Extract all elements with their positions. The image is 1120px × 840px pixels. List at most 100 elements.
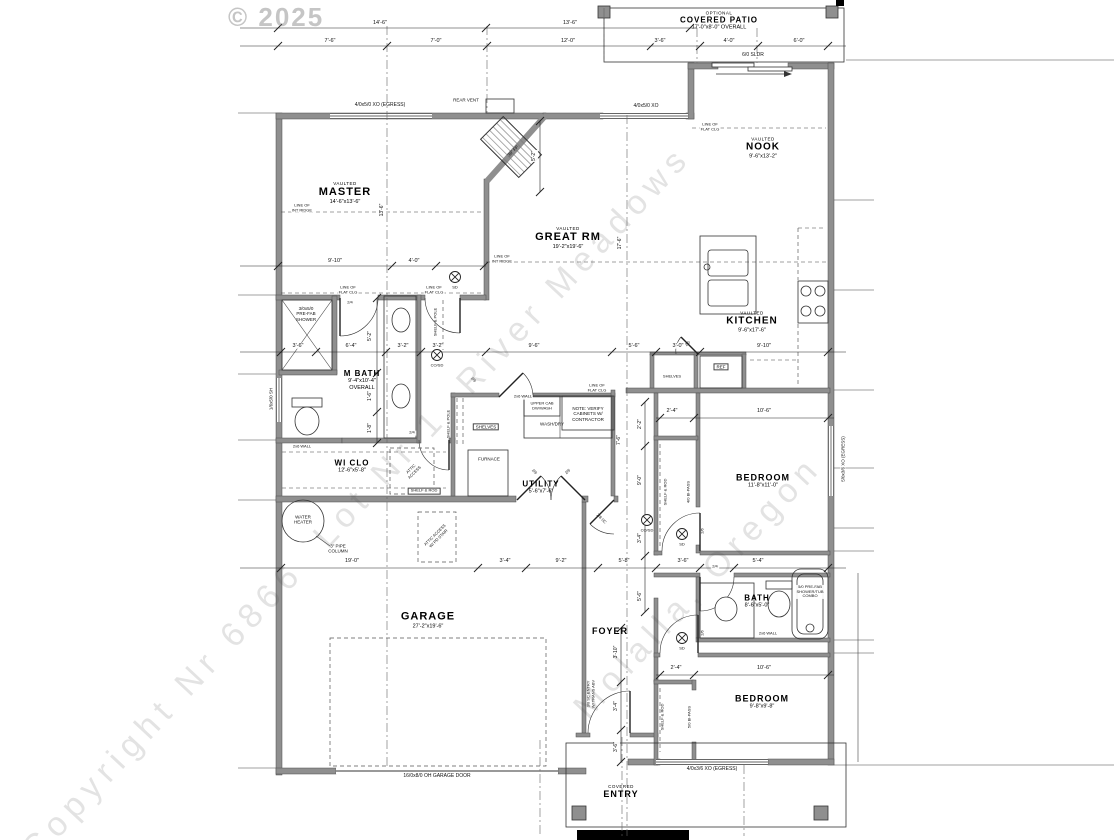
plan-label: 10'-6"	[755, 664, 773, 672]
plan-label: 2/4	[408, 429, 416, 436]
plan-label: 9'-10"	[755, 342, 773, 350]
dimension-tick	[655, 670, 665, 680]
door-swing-arc	[418, 439, 450, 471]
plan-label: 3" PIPE COLUMN	[328, 543, 348, 554]
wall	[653, 435, 699, 441]
room-name: BEDROOM	[736, 472, 790, 483]
dimension-tick	[276, 563, 286, 573]
plan-label: 4'-0"	[407, 257, 421, 265]
wall	[653, 652, 661, 658]
plan-label: 10'-6"	[755, 407, 773, 415]
plan-label: 5/0x3/6 XO (EGRESS)	[840, 435, 846, 483]
dimension-tick	[273, 41, 283, 51]
dimension-tick	[689, 413, 699, 423]
plan-label: 2/6	[699, 528, 705, 534]
plan-label: SHELF & ROD	[662, 478, 668, 506]
smoke-detector-icon	[677, 529, 687, 539]
plan-label: 2/6	[530, 467, 539, 476]
dimension-tick	[823, 563, 833, 573]
plan-label: 2'-2"	[637, 418, 644, 430]
dimension-tick	[729, 563, 739, 573]
plan-label: 9'-0"	[637, 474, 644, 486]
room-dimensions: 9'-8"x9'-8"	[749, 704, 775, 711]
fixture-outline	[813, 805, 829, 821]
room-dimensions: 19'-2"x19'-6"	[552, 243, 584, 250]
dimension-tick	[372, 438, 382, 448]
fixture-circle	[805, 623, 815, 633]
dimension-tick	[616, 623, 626, 633]
plan-label: 3'-4"	[613, 700, 620, 712]
room-name: GREAT RM	[535, 231, 601, 244]
plan-label: SHELF & POLE	[445, 409, 451, 439]
door-swing-arc	[424, 297, 461, 334]
dimension-tick	[473, 563, 483, 573]
fixture-outline	[791, 568, 829, 640]
fixture-outline	[467, 449, 509, 497]
plan-label: 2x6 WALL	[512, 393, 534, 400]
door-leaf	[589, 499, 615, 525]
fireplace-firebox	[479, 115, 543, 179]
plan-label: 16/0x8/0 OH GARAGE DOOR	[403, 773, 471, 780]
dimension-tick	[416, 347, 426, 357]
sliding-door	[747, 66, 793, 72]
fixture-outline	[796, 573, 824, 635]
plan-label: NOTE: VERIFY CABINETS W/ CONTRACTOR	[572, 406, 604, 422]
room-name: M BATH	[343, 369, 381, 379]
room-name: GARAGE	[400, 610, 456, 623]
plan-label: 3/0x5/0 PRE-FAB SHOWER	[295, 306, 317, 322]
plan-label: 9'-2"	[554, 557, 568, 565]
plan-label: 9'-10"	[326, 257, 344, 265]
plan-label: SHELVES	[472, 423, 500, 431]
door-leaf	[498, 372, 524, 398]
wall	[649, 353, 655, 389]
plan-label: WASH/DRY	[539, 421, 565, 427]
wall	[699, 550, 831, 556]
wall	[693, 353, 699, 389]
dimension-tick	[521, 563, 531, 573]
plan-label: 4/0x3/6 XO (EGRESS)	[686, 766, 738, 773]
door-leaf	[516, 475, 542, 501]
door-swing-arc	[550, 475, 562, 501]
wall	[697, 652, 831, 658]
fixture-outline	[485, 98, 515, 114]
plan-label: 6'-0"	[792, 37, 806, 45]
dimension-tick	[607, 347, 617, 357]
plan-label: 2/6	[469, 375, 478, 384]
plan-label: 1'-8"	[367, 422, 374, 434]
room-pre-label: VAULTED	[751, 136, 775, 142]
plan-label: 5'-6"	[627, 342, 641, 350]
wall	[653, 572, 701, 578]
fixture-outline	[765, 580, 793, 590]
room-name: COVERED PATIO	[679, 15, 759, 25]
room-name: UTILITY	[522, 479, 560, 489]
plan-label: 5/0 BI-PASS	[686, 704, 693, 730]
room-pre-label: VAULTED	[740, 310, 764, 316]
room-name: WI CLO	[334, 458, 370, 468]
plan-label: 2/6	[699, 630, 705, 636]
dimension-tick	[372, 407, 382, 417]
plan-label: 5'-2"	[367, 330, 374, 342]
fixture-ellipse	[767, 590, 791, 618]
dimension-tick	[640, 397, 650, 407]
fixture-outline	[707, 279, 749, 307]
wall	[450, 392, 500, 398]
plan-label: 13'-6"	[379, 202, 386, 218]
wall	[581, 495, 589, 503]
fixture-outline	[577, 830, 689, 840]
dimension-tick	[616, 757, 626, 767]
plan-label: 2/6	[563, 467, 572, 476]
dimension-tick	[640, 441, 650, 451]
plan-label: SHELF & POLE	[432, 307, 438, 337]
room-name: FOYER	[591, 625, 629, 636]
dimension-tick	[651, 563, 661, 573]
wall	[733, 572, 831, 578]
plan-label: ATTIC ACCESS	[404, 462, 422, 480]
plan-label: 6'-4"	[344, 342, 358, 350]
plan-label: 1'-6"	[367, 390, 374, 402]
dimension-tick	[276, 347, 286, 357]
